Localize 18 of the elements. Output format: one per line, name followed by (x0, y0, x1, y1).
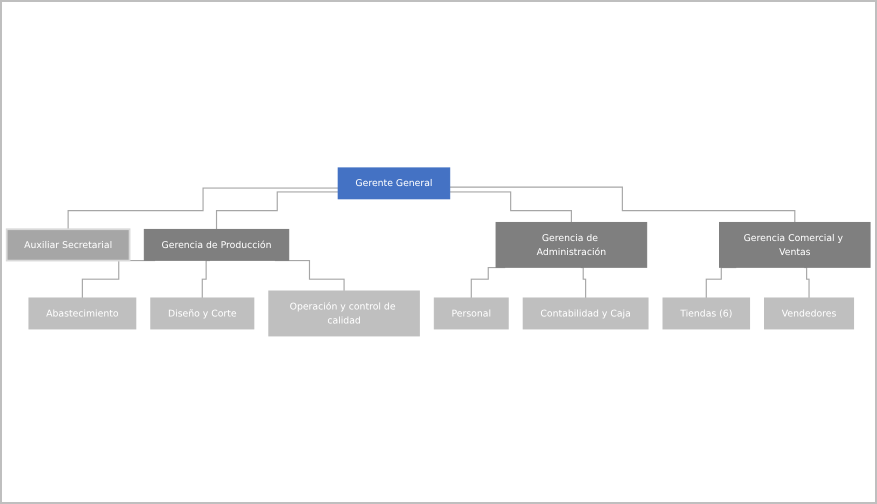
connector (804, 267, 810, 298)
connector (68, 188, 338, 230)
node-box: Gerente General (338, 167, 450, 200)
node-box: Gerencia de Producción (144, 229, 290, 261)
node-box: Contabilidad y Caja (522, 298, 649, 330)
connector (580, 267, 586, 298)
node-box: Vendedores (764, 298, 854, 330)
node-box: Auxiliar Secretarial (6, 228, 130, 262)
node-box: Gerencia Comercial y Ventas (719, 222, 871, 268)
node-box: Gerencia de Administración (496, 222, 648, 268)
node-box: Diseño y Corte (150, 298, 254, 330)
connector (216, 191, 338, 230)
node-box: Personal (434, 298, 509, 330)
connector (450, 191, 572, 223)
node-box: Operación y control de calidad (268, 290, 420, 337)
node-box: Abastecimiento (28, 298, 136, 330)
node-box: Tiendas (6) (662, 298, 750, 330)
connector (450, 186, 796, 223)
